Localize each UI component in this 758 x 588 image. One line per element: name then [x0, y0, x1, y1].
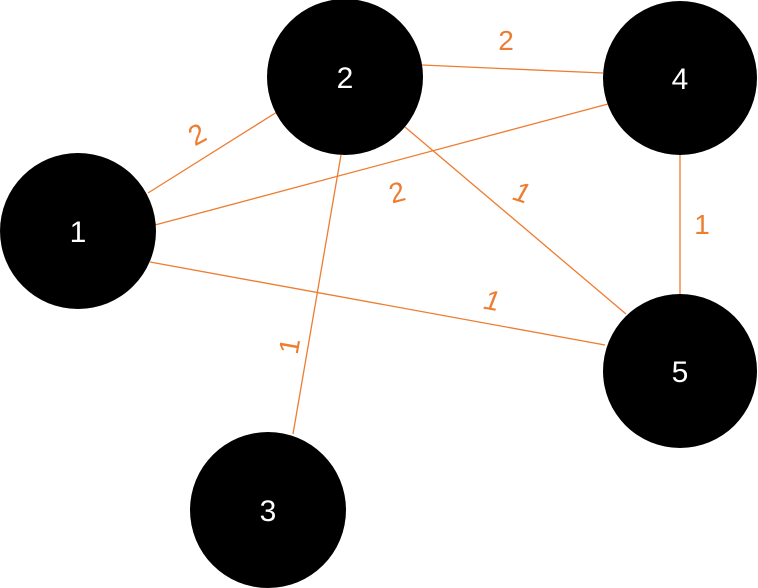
node-1-label: 1	[70, 216, 87, 249]
edges	[147, 64, 681, 435]
node-2-label: 2	[337, 62, 354, 95]
edge-2-3	[292, 154, 342, 435]
edge-1-2	[147, 111, 278, 194]
node-5-label: 5	[672, 356, 689, 389]
edge-1-4-weight: 2	[386, 175, 409, 209]
edge-1-2-weight: 2	[183, 117, 211, 152]
node-4-circle	[603, 1, 757, 155]
edge-1-5	[149, 261, 606, 346]
node-4[interactable]: 4	[603, 1, 757, 155]
node-3[interactable]: 3	[190, 432, 346, 588]
node-3-circle	[190, 432, 346, 588]
node-1-circle	[0, 153, 156, 309]
node-5[interactable]: 5	[603, 294, 757, 448]
edge-1-5-weight: 1	[482, 284, 503, 317]
edge-2-3-weight: 1	[273, 336, 306, 357]
edge-2-4-weight: 2	[498, 25, 514, 56]
edge-4-5-weight: 1	[694, 209, 710, 240]
edge-2-5-weight: 1	[510, 175, 534, 209]
node-1[interactable]: 1	[0, 153, 156, 309]
node-2-circle	[267, 0, 423, 155]
node-5-circle	[603, 294, 757, 448]
node-4-label: 4	[672, 63, 689, 96]
edge-2-4	[421, 64, 604, 74]
node-2[interactable]: 2	[267, 0, 423, 155]
node-3-label: 3	[260, 495, 277, 528]
edge-1-4	[154, 103, 609, 226]
edge-2-5	[404, 126, 627, 315]
